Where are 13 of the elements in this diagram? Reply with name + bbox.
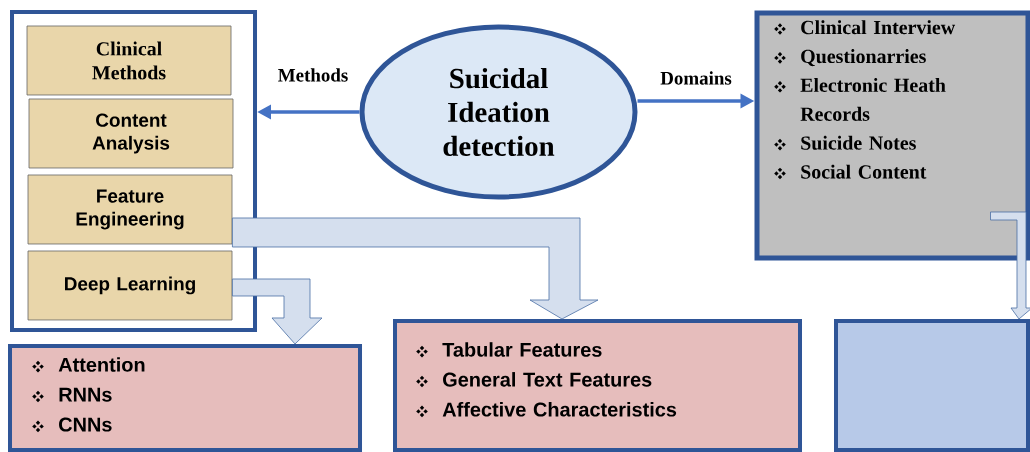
method-box: Clinical Methods bbox=[26, 25, 232, 96]
edge-label: Methods bbox=[276, 67, 350, 83]
list-box: Attention RNNs CNNs bbox=[8, 344, 362, 452]
block-arrow bbox=[232, 278, 323, 345]
list-box: Tabular Features General Text Features Affective Characteristics bbox=[393, 319, 802, 452]
block-arrow bbox=[990, 211, 1030, 320]
edge-label: Domains bbox=[659, 70, 733, 86]
list-box bbox=[834, 319, 1030, 452]
method-box: Feature Engineering bbox=[27, 174, 233, 245]
block-arrow bbox=[232, 217, 599, 320]
list-box: Clinical Interview Questionarries Electronic Heath Records Suicide Notes Social Content bbox=[754, 10, 1030, 261]
method-box: Content Analysis bbox=[28, 98, 234, 169]
method-box: Deep Learning bbox=[27, 250, 233, 321]
